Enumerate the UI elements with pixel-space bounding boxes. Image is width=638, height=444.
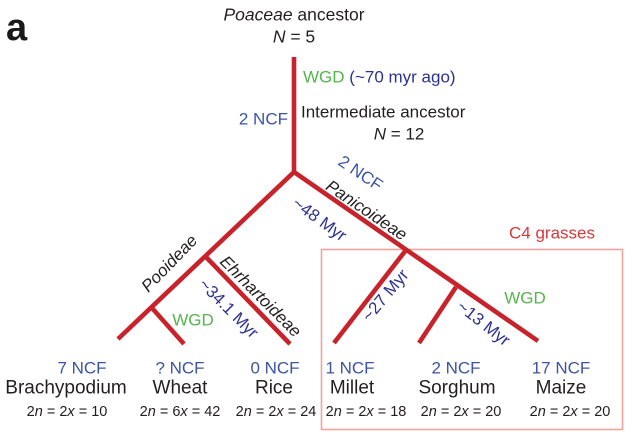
maize-wgd-label: WGD [504,288,546,308]
leaf-sorghum-ncf: 2 NCF [431,358,481,378]
branch-millet [332,248,408,345]
poaceae-ancestor-n: N = 5 [272,26,316,47]
leaf-brachypodium-ncf: 7 NCF [57,358,107,378]
wgd-time: (~70 myr ago) [349,67,456,87]
leaf-rice-ncf: 0 NCF [250,358,300,378]
wheat-wgd-label: WGD [172,310,214,330]
leaf-rice-name: Rice [254,377,294,399]
wgd-text: WGD [303,67,345,87]
branch-ehrhartoideae-rice [204,255,292,346]
branch-panicoideae [292,170,540,343]
c4-grasses-label: C4 grasses [509,223,595,243]
branch-wheat [150,306,186,346]
leaf-sorghum-karyotype: 2n = 2x = 20 [420,404,502,421]
poaceae-ancestor-title: Poaceae ancestor [223,4,365,25]
wgd-70myr-label: WGD (~70 myr ago) [303,67,456,88]
leaf-wheat-name: Wheat [152,377,208,399]
intermediate-ancestor-title: Intermediate ancestor [301,102,466,122]
leaf-wheat-karyotype: 2n = 6x = 42 [139,404,221,421]
intermediate-ancestor-n: N = 12 [373,124,425,144]
leaf-maize-name: Maize [535,377,587,399]
c4-grasses-box [320,248,624,431]
leaf-brachypodium-karyotype: 2n = 2x = 10 [26,404,108,421]
leaf-millet-karyotype: 2n = 2x = 18 [325,404,407,421]
panel-label: a [6,7,28,49]
leaf-wheat-ncf: ? NCF [155,358,205,378]
leaf-brachypodium-name: Brachypodium [5,377,127,399]
leaf-rice-karyotype: 2n = 2x = 24 [235,404,317,421]
leaf-maize-karyotype: 2n = 2x = 20 [529,404,611,421]
leaf-millet-name: Millet [329,377,375,399]
leaf-millet-ncf: 1 NCF [325,358,375,378]
root-branch-ncf: 2 NCF [238,109,288,129]
branch-sorghum [417,285,458,345]
leaf-sorghum-name: Sorghum [418,377,496,399]
leaf-maize-ncf: 17 NCF [531,358,591,378]
